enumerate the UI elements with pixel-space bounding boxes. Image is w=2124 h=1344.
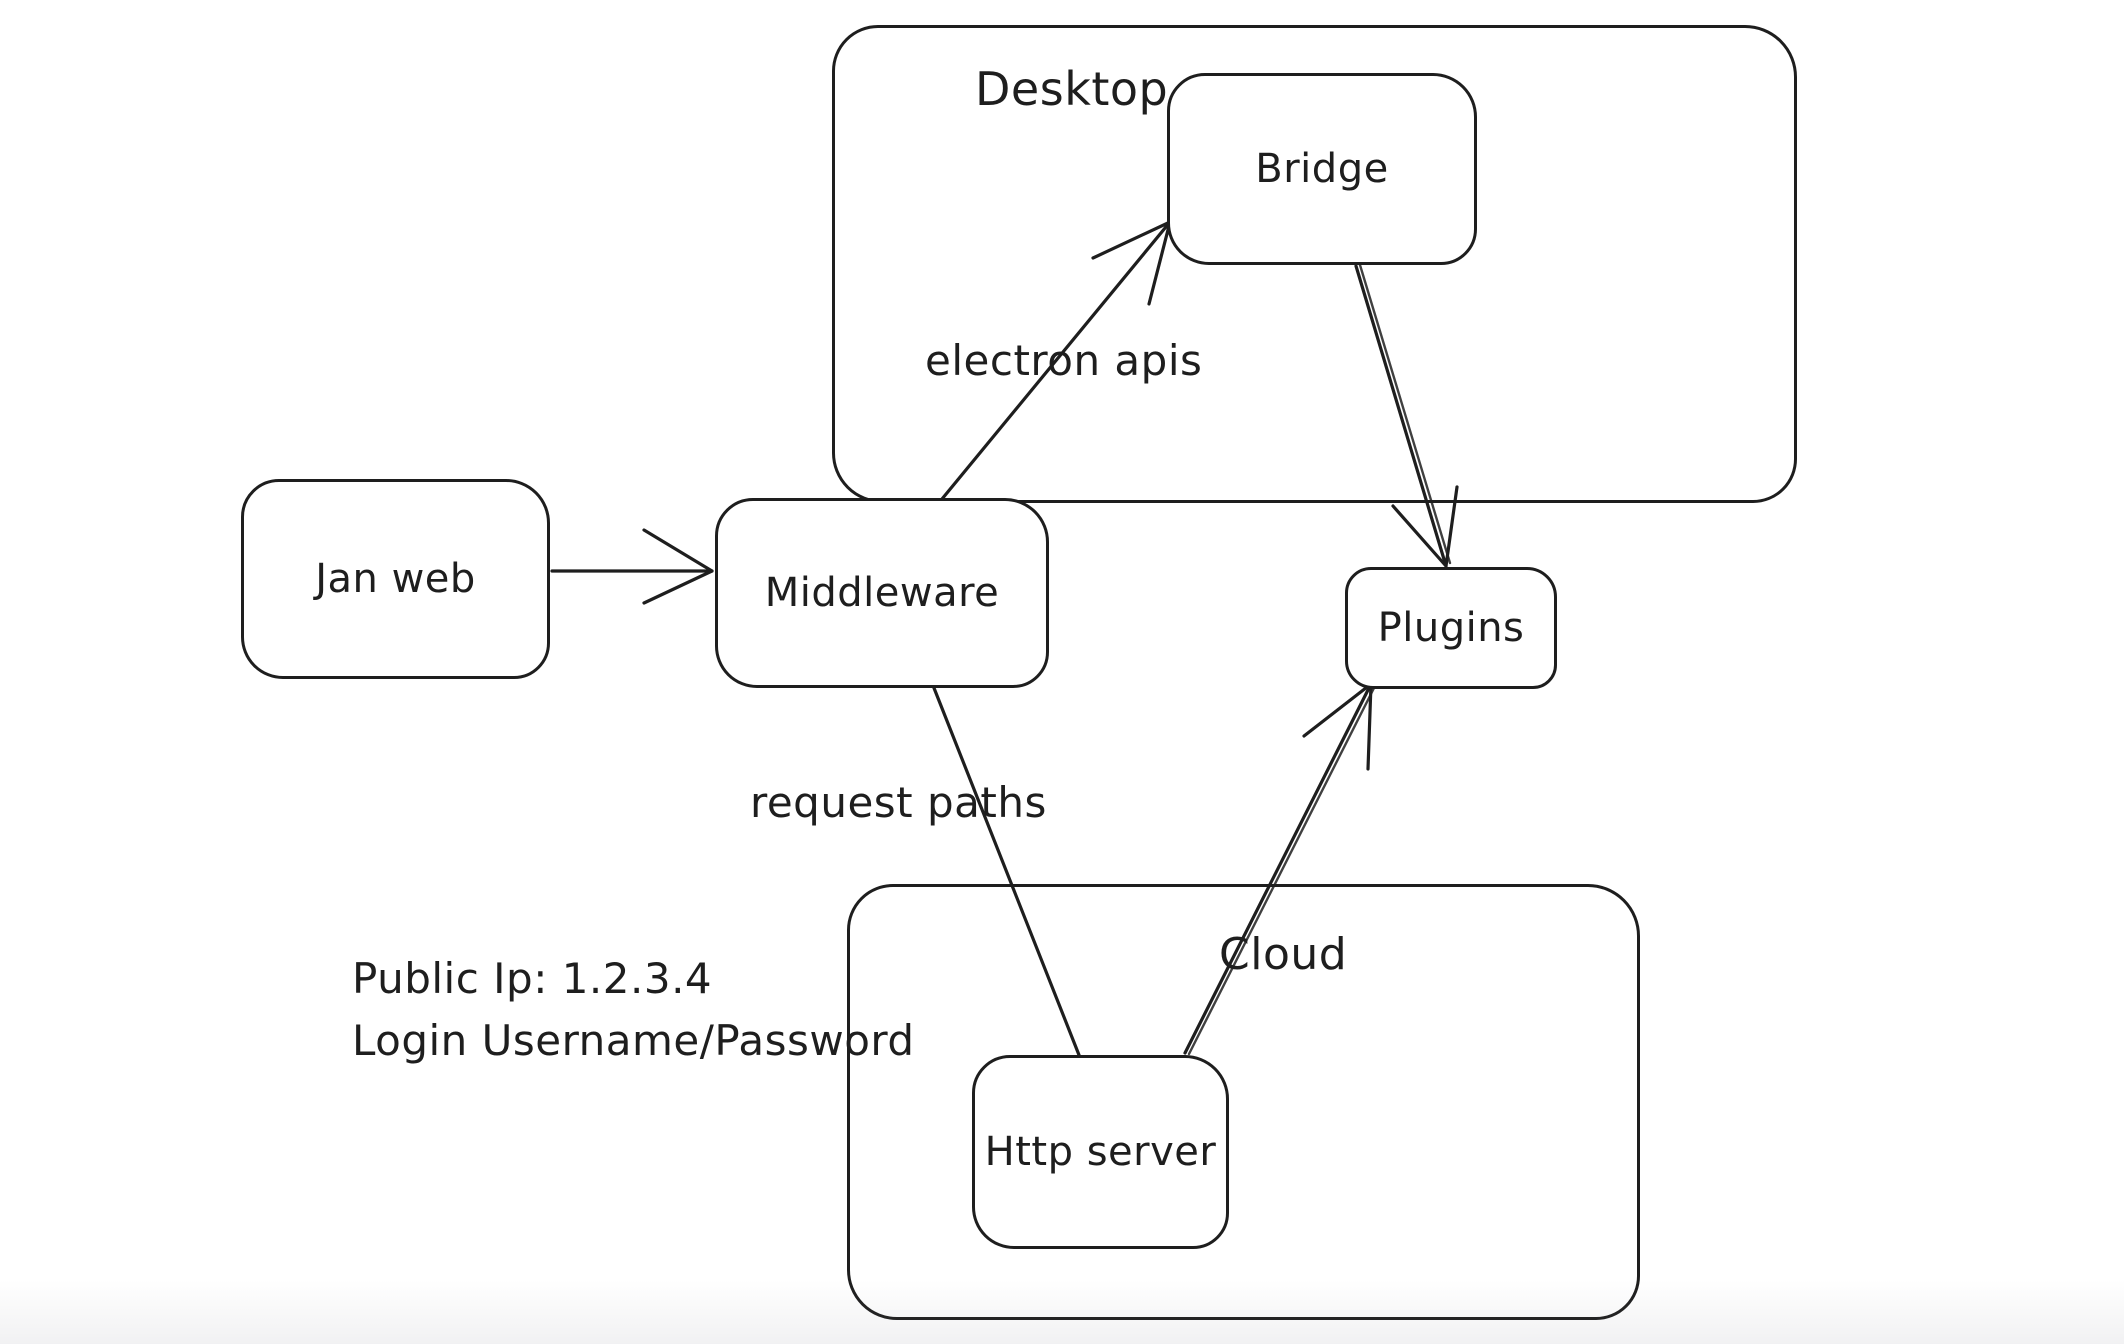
annotation-public-ip: Public Ip: 1.2.3.4: [352, 954, 713, 1003]
node-jan-web: Jan web: [241, 479, 550, 679]
node-bridge-label: Bridge: [1255, 146, 1389, 192]
node-plugins-label: Plugins: [1377, 605, 1525, 651]
edge-bridge-to-plugins: [1354, 263, 1459, 568]
node-middleware-label: Middleware: [764, 570, 1000, 616]
node-bridge: Bridge: [1167, 73, 1477, 265]
annotation-note: Public Ip: 1.2.3.4 Login Username/Passwo…: [352, 948, 915, 1072]
node-http-server-label: Http server: [984, 1129, 1217, 1175]
node-plugins: Plugins: [1345, 567, 1557, 689]
annotation-login: Login Username/Password: [352, 1016, 915, 1065]
edge-httpserver-to-plugins: [1183, 682, 1377, 1056]
edge-label-electron-apis: electron apis: [925, 336, 1203, 385]
edge-janweb-to-middleware: [550, 528, 714, 605]
node-middleware: Middleware: [715, 498, 1049, 688]
arrowhead-into-plugins-bottom: [1302, 682, 1373, 771]
edge-middleware-to-httpserver: [932, 686, 1081, 1057]
arrowhead-into-middleware: [642, 528, 714, 605]
node-http-server: Http server: [972, 1055, 1229, 1249]
edge-label-request-paths: request paths: [750, 778, 1047, 827]
arrowhead-into-plugins-top: [1391, 485, 1459, 568]
node-jan-web-label: Jan web: [315, 556, 476, 602]
container-desktop-label: Desktop: [975, 62, 1169, 116]
